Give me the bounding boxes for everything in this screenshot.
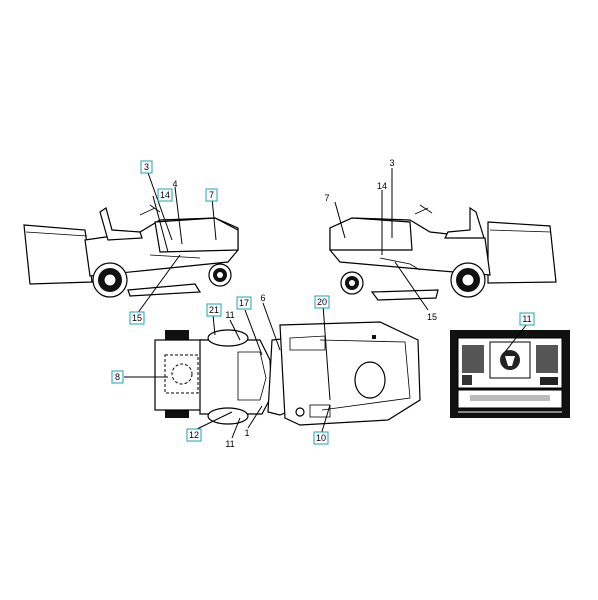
callout-21: 21	[209, 305, 219, 315]
callout-11: 11	[522, 314, 531, 324]
mower-top-view	[154, 321, 421, 426]
callout-14: 14	[160, 190, 170, 200]
left-view-callouts: 3 14 4 7 15	[129, 160, 218, 325]
callout-11: 11	[225, 439, 234, 449]
callout-1: 1	[244, 428, 249, 438]
callout-17: 17	[239, 298, 249, 308]
mower-left-side-view	[23, 204, 239, 298]
callout-3: 3	[389, 158, 394, 168]
panel-callout: 11	[504, 312, 535, 353]
mower-right-side-view	[329, 204, 557, 301]
callout-15: 15	[427, 312, 437, 322]
callout-6: 6	[260, 293, 265, 303]
callout-3: 3	[144, 162, 149, 172]
callout-7: 7	[324, 193, 329, 203]
callout-7: 7	[209, 190, 214, 200]
callout-15: 15	[132, 313, 142, 323]
callout-20: 20	[317, 297, 327, 307]
right-view-callouts: 3 14 7 15	[324, 158, 437, 322]
control-panel-view	[450, 330, 570, 418]
callout-8: 8	[115, 372, 120, 382]
callout-14: 14	[377, 181, 387, 191]
callout-11: 11	[225, 310, 234, 320]
callout-4: 4	[172, 179, 177, 189]
callout-10: 10	[316, 433, 326, 443]
top-view-callouts: 21 11 17 6 20 8 12 11 1 10	[111, 293, 331, 449]
callout-12: 12	[189, 430, 199, 440]
